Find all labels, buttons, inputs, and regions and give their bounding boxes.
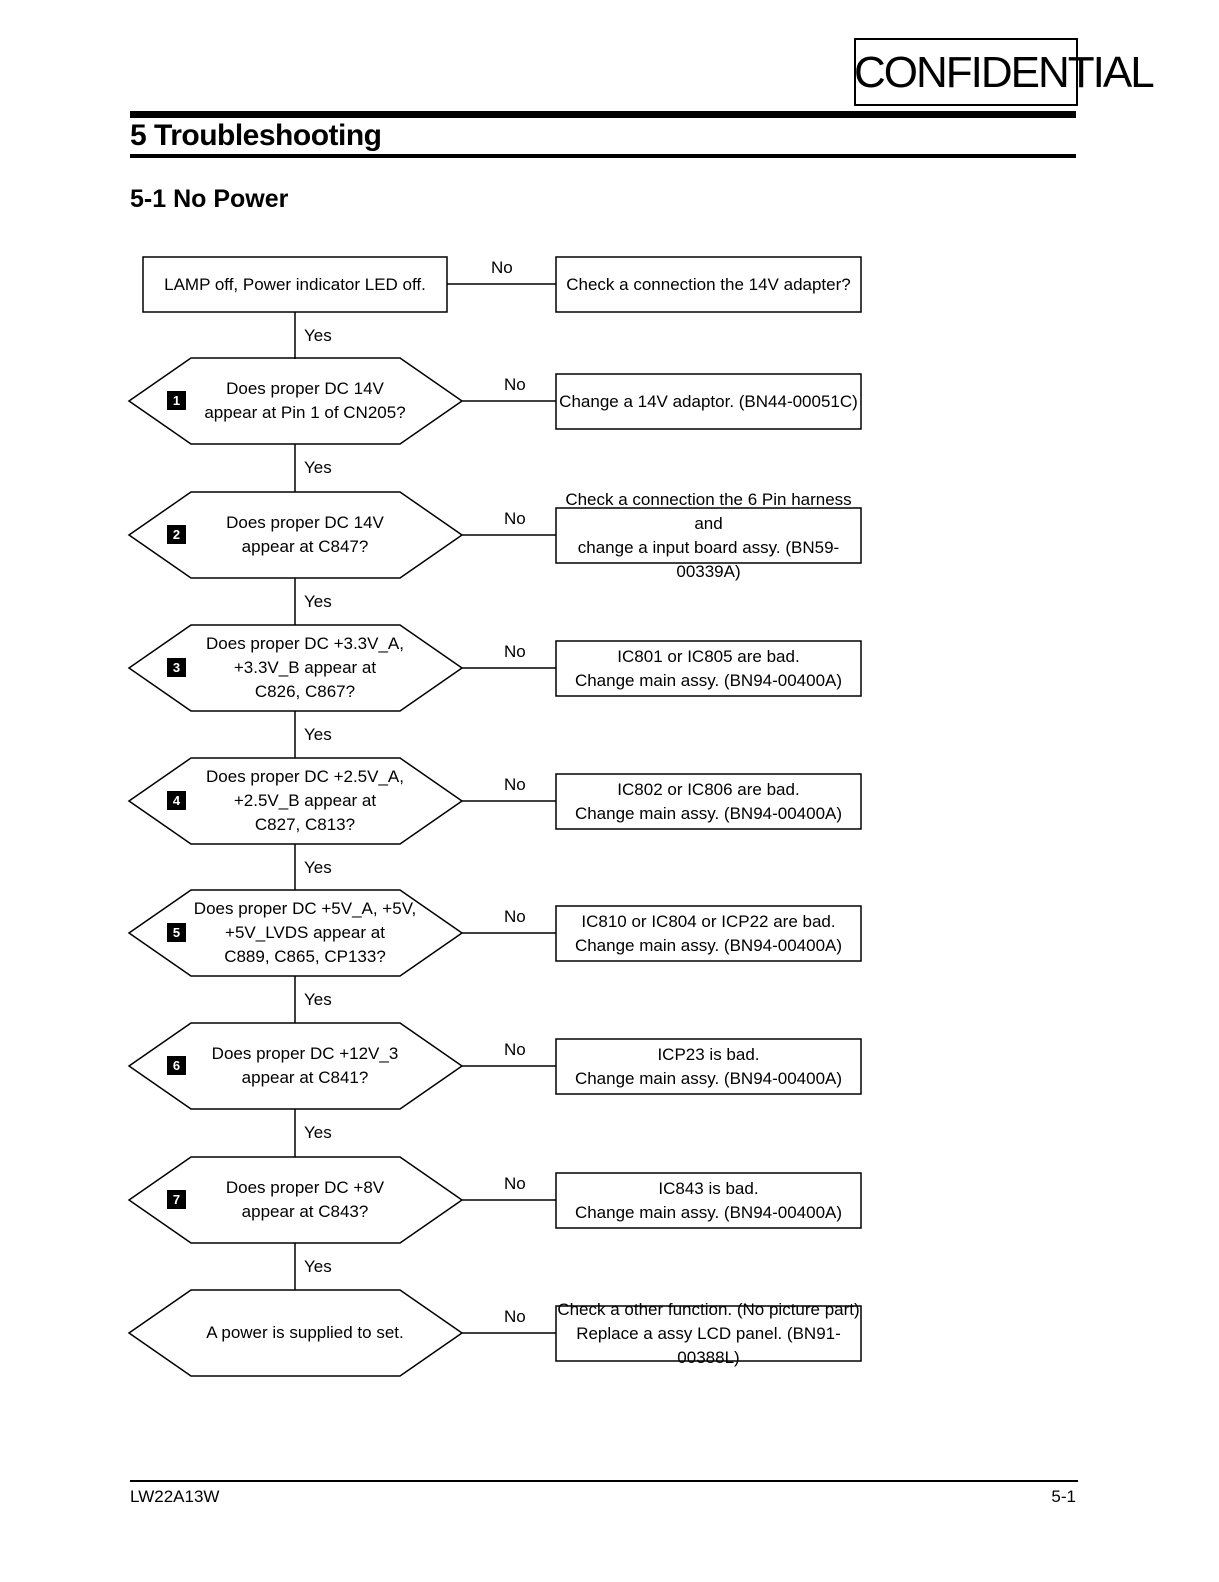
start-result-box: [555, 256, 862, 313]
start-no-label: No: [491, 258, 513, 277]
no-label: No: [504, 907, 526, 926]
result-box: [555, 1305, 862, 1362]
result-box: [555, 507, 862, 564]
footer-model: LW22A13W: [130, 1487, 220, 1506]
result-text: Change a 14V adaptor. (BN44-00051C): [559, 391, 858, 411]
step-number-badge: 1: [167, 391, 186, 410]
result-text: IC801 or IC805 are bad. Change main assy…: [574, 646, 843, 690]
decision-question: Does proper DC 14V appear at C847?: [226, 513, 384, 556]
result-text: IC810 or IC804 or ICP22 are bad. Change …: [574, 911, 843, 955]
step-number-badge: 6: [167, 1056, 186, 1075]
no-label: No: [504, 775, 526, 794]
yes-label: Yes: [304, 1123, 332, 1142]
result-box: [555, 905, 862, 962]
decision-question: A power is supplied to set.: [206, 1323, 404, 1342]
step-number-badge: 4: [167, 791, 186, 810]
result-text: Check a other function. (No picture part…: [557, 1299, 860, 1367]
result-text: ICP23 is bad. Change main assy. (BN94-00…: [574, 1044, 843, 1088]
confidential-stamp-frame: [854, 38, 1078, 106]
decision-question: Does proper DC 14V appear at Pin 1 of CN…: [204, 379, 406, 422]
result-box: [555, 773, 862, 830]
footer-rule: [130, 1480, 1078, 1482]
no-label: No: [504, 642, 526, 661]
result-box: [555, 373, 862, 430]
yes-label: Yes: [304, 458, 332, 477]
result-text: Check a connection the 6 Pin harness and…: [565, 489, 852, 581]
result-box: [555, 1172, 862, 1229]
yes-label: Yes: [304, 858, 332, 877]
start-result-text: Check a connection the 14V adapter?: [566, 274, 851, 294]
step-number-badge: 3: [167, 658, 186, 677]
result-box: [555, 640, 862, 697]
decision-question: Does proper DC +12V_3 appear at C841?: [211, 1044, 399, 1087]
yes-label: Yes: [304, 990, 332, 1009]
no-label: No: [504, 1174, 526, 1193]
sub-title: 5-1 No Power: [130, 185, 289, 213]
no-label: No: [504, 375, 526, 394]
yes-label: Yes: [304, 725, 332, 744]
yes-label: Yes: [304, 592, 332, 611]
result-box: [555, 1038, 862, 1095]
step-number-badge: 7: [167, 1190, 186, 1209]
footer-page-number: 5-1: [1051, 1487, 1076, 1506]
decision-question: Does proper DC +8V appear at C843?: [225, 1178, 385, 1221]
decision-question: Does proper DC +3.3V_A, +3.3V_B appear a…: [206, 634, 404, 701]
result-text: IC843 is bad. Change main assy. (BN94-00…: [574, 1178, 843, 1222]
header-rule: [130, 154, 1076, 158]
no-label: No: [504, 1307, 526, 1326]
no-label: No: [504, 1040, 526, 1059]
no-label: No: [504, 509, 526, 528]
decision-question: Does proper DC +5V_A, +5V, +5V_LVDS appe…: [193, 899, 417, 966]
result-text: IC802 or IC806 are bad. Change main assy…: [574, 779, 843, 823]
step-number-badge: 5: [167, 923, 186, 942]
start-box-text: LAMP off, Power indicator LED off.: [164, 274, 426, 294]
yes-label: Yes: [304, 1257, 332, 1276]
section-title: 5 Troubleshooting: [130, 119, 382, 152]
step-number-badge: 2: [167, 525, 186, 544]
header-rule-thick: [130, 111, 1076, 118]
decision-question: Does proper DC +2.5V_A, +2.5V_B appear a…: [206, 767, 404, 834]
start-yes-label: Yes: [304, 326, 332, 345]
